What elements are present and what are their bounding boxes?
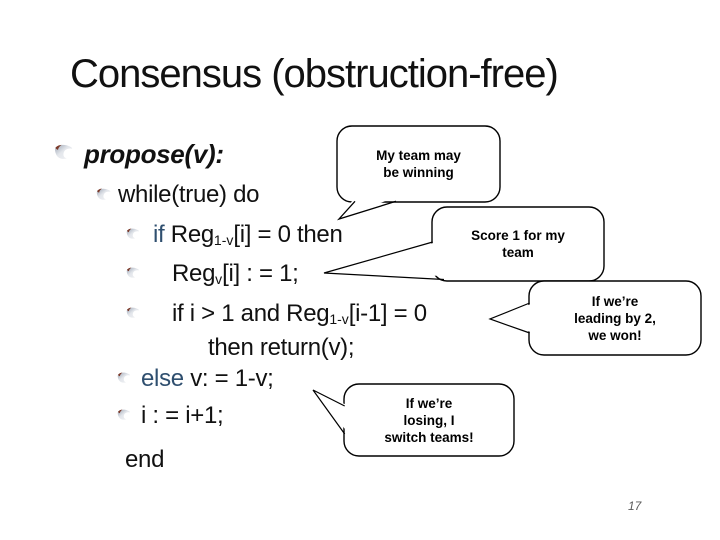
code-line-if-reg: if Reg1-v[i] = 0 then (153, 221, 343, 248)
code-line-end: end (125, 446, 165, 473)
code-line-while: while(true) do (118, 181, 260, 208)
bullet-icon (96, 188, 111, 200)
code-line-set-reg: Regv[i] : = 1; (172, 260, 299, 287)
code-line-then-return: then return(v); (208, 334, 355, 361)
bullet-icon (126, 267, 140, 278)
bullet-icon (117, 409, 131, 420)
code-line-increment: i : = i+1; (141, 402, 224, 429)
bullet-icon (55, 144, 73, 159)
code-line-if-lead: if i > 1 and Reg1-v[i-1] = 0 (172, 300, 427, 327)
bullet-icon (126, 228, 140, 239)
bullet-icon (117, 372, 131, 383)
slide-title: Consensus (obstruction-free) (70, 52, 559, 96)
code-line-propose: propose(v): (84, 139, 224, 169)
bullet-icon (126, 307, 140, 318)
code-line-else: else v: = 1-v; (141, 365, 274, 392)
page-number: 17 (628, 499, 642, 513)
